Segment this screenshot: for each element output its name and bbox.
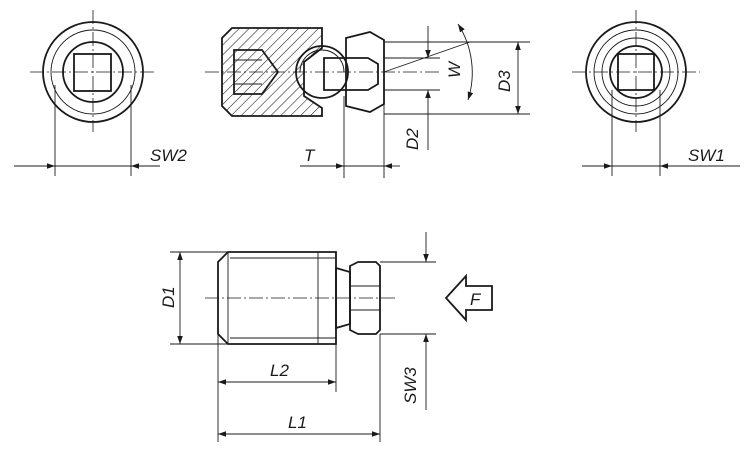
side-view-hex-head (349, 261, 381, 335)
section-hex-socket (233, 49, 280, 95)
w-label: W (445, 60, 464, 78)
left-end-view: SW2 (14, 10, 187, 176)
section-pin (323, 57, 379, 91)
sw1-label: SW1 (688, 146, 725, 165)
section-view: T D2 D3 W (205, 23, 530, 178)
side-view: D1 SW3 F L2 L1 (159, 232, 493, 442)
l1-label: L1 (288, 413, 307, 432)
right-end-view: SW1 (572, 10, 740, 176)
left-view-hex-socket (73, 53, 112, 92)
d3-label: D3 (495, 70, 514, 92)
f-label: F (470, 290, 482, 309)
sw3-label: SW3 (401, 367, 420, 404)
d2-label: D2 (403, 128, 422, 150)
t-label: T (304, 146, 316, 165)
force-arrow (444, 273, 493, 323)
d1-label: D1 (159, 286, 178, 308)
l2-label: L2 (270, 361, 289, 380)
sw2-label: SW2 (150, 146, 187, 165)
